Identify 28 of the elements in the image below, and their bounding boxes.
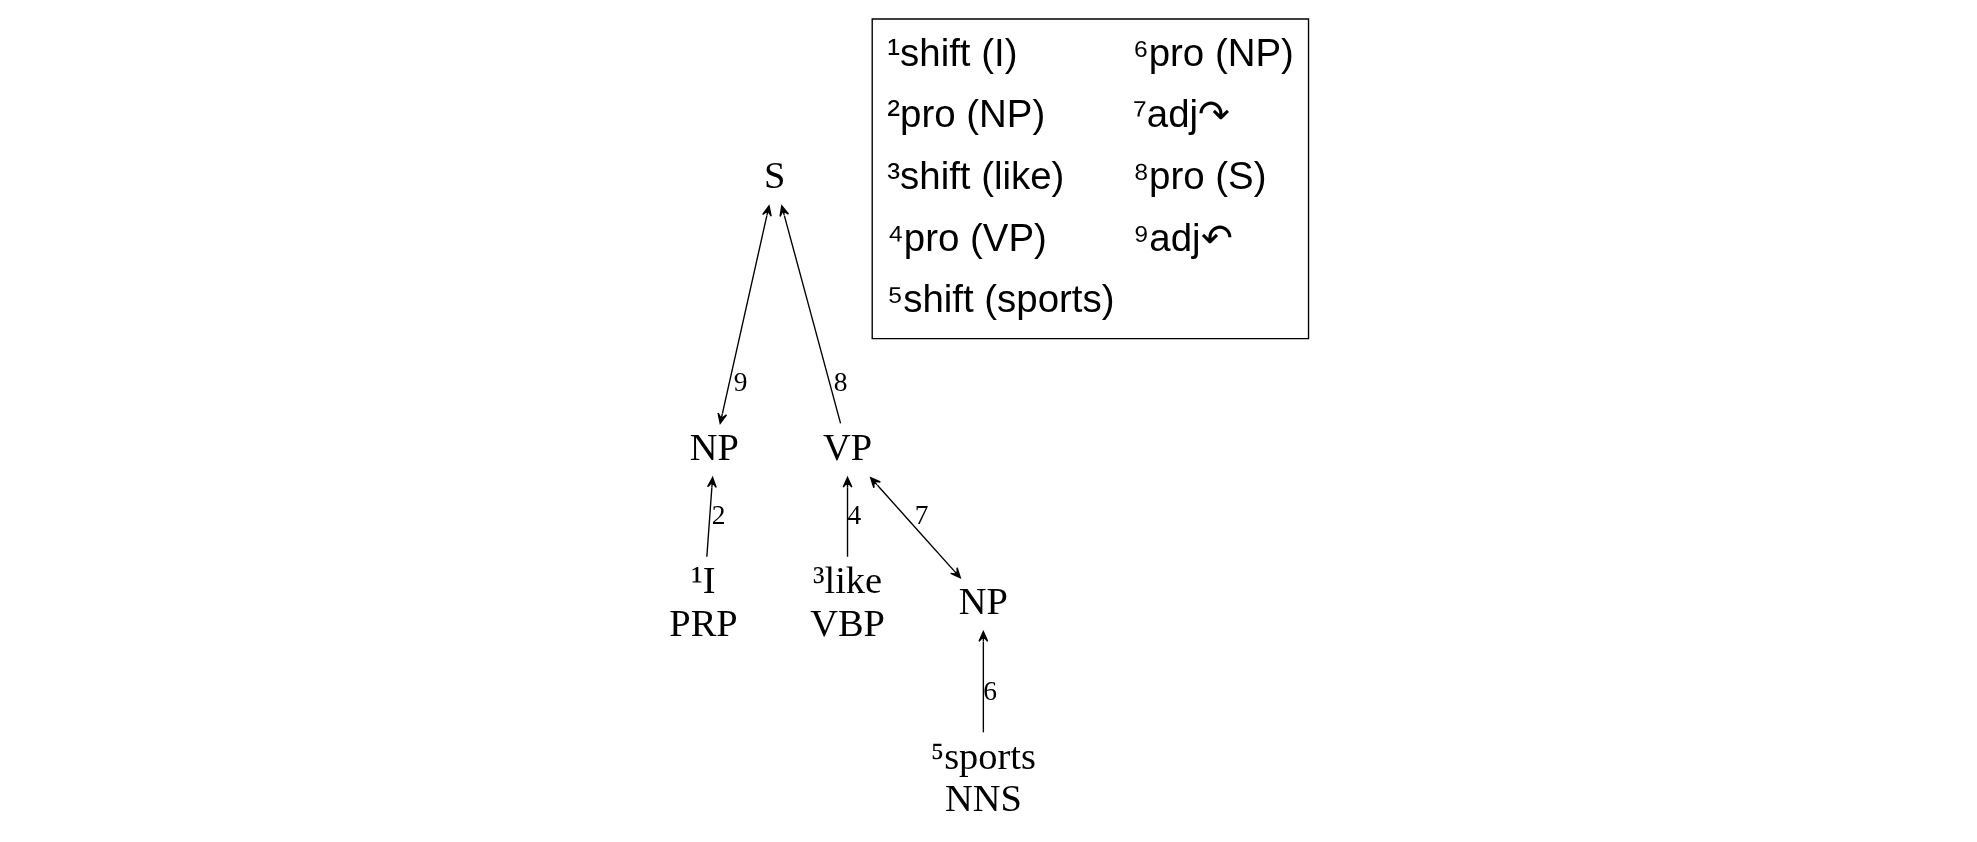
node-text: S <box>764 154 786 197</box>
arrow <box>717 205 772 425</box>
label: ³shift (like) <box>887 153 1065 197</box>
edge-label: 8 <box>833 366 848 397</box>
node-text: NP <box>958 580 1008 623</box>
arrow <box>706 476 717 558</box>
node-text: VP <box>822 425 873 468</box>
node-text: ⁵sports NNS <box>930 734 1036 820</box>
label: ⁹adj↶ <box>1132 215 1233 259</box>
node-text: NP <box>689 425 739 468</box>
edge-label: 4 <box>847 499 862 530</box>
arrow <box>978 630 989 733</box>
label: ⁷adj↷ <box>1132 92 1231 136</box>
label: ⁸pro (S) <box>1132 153 1267 197</box>
arrow <box>870 477 961 579</box>
label: ⁶pro (NP) <box>1132 30 1294 74</box>
arrow <box>779 205 842 425</box>
node-text: ³like VBP <box>810 559 885 644</box>
edge-label: 9 <box>733 366 748 397</box>
arrow <box>842 476 853 558</box>
edge-label: 2 <box>711 499 726 530</box>
label: ²pro (NP) <box>887 92 1046 136</box>
edge-label: 7 <box>914 499 929 530</box>
label: ¹shift (I) <box>887 30 1018 74</box>
edge-label: 6 <box>983 675 998 706</box>
node-text: ¹I PRP <box>669 559 738 644</box>
label: ⁴pro (VP) <box>887 215 1047 259</box>
label: ⁵shift (sports) <box>887 277 1115 321</box>
